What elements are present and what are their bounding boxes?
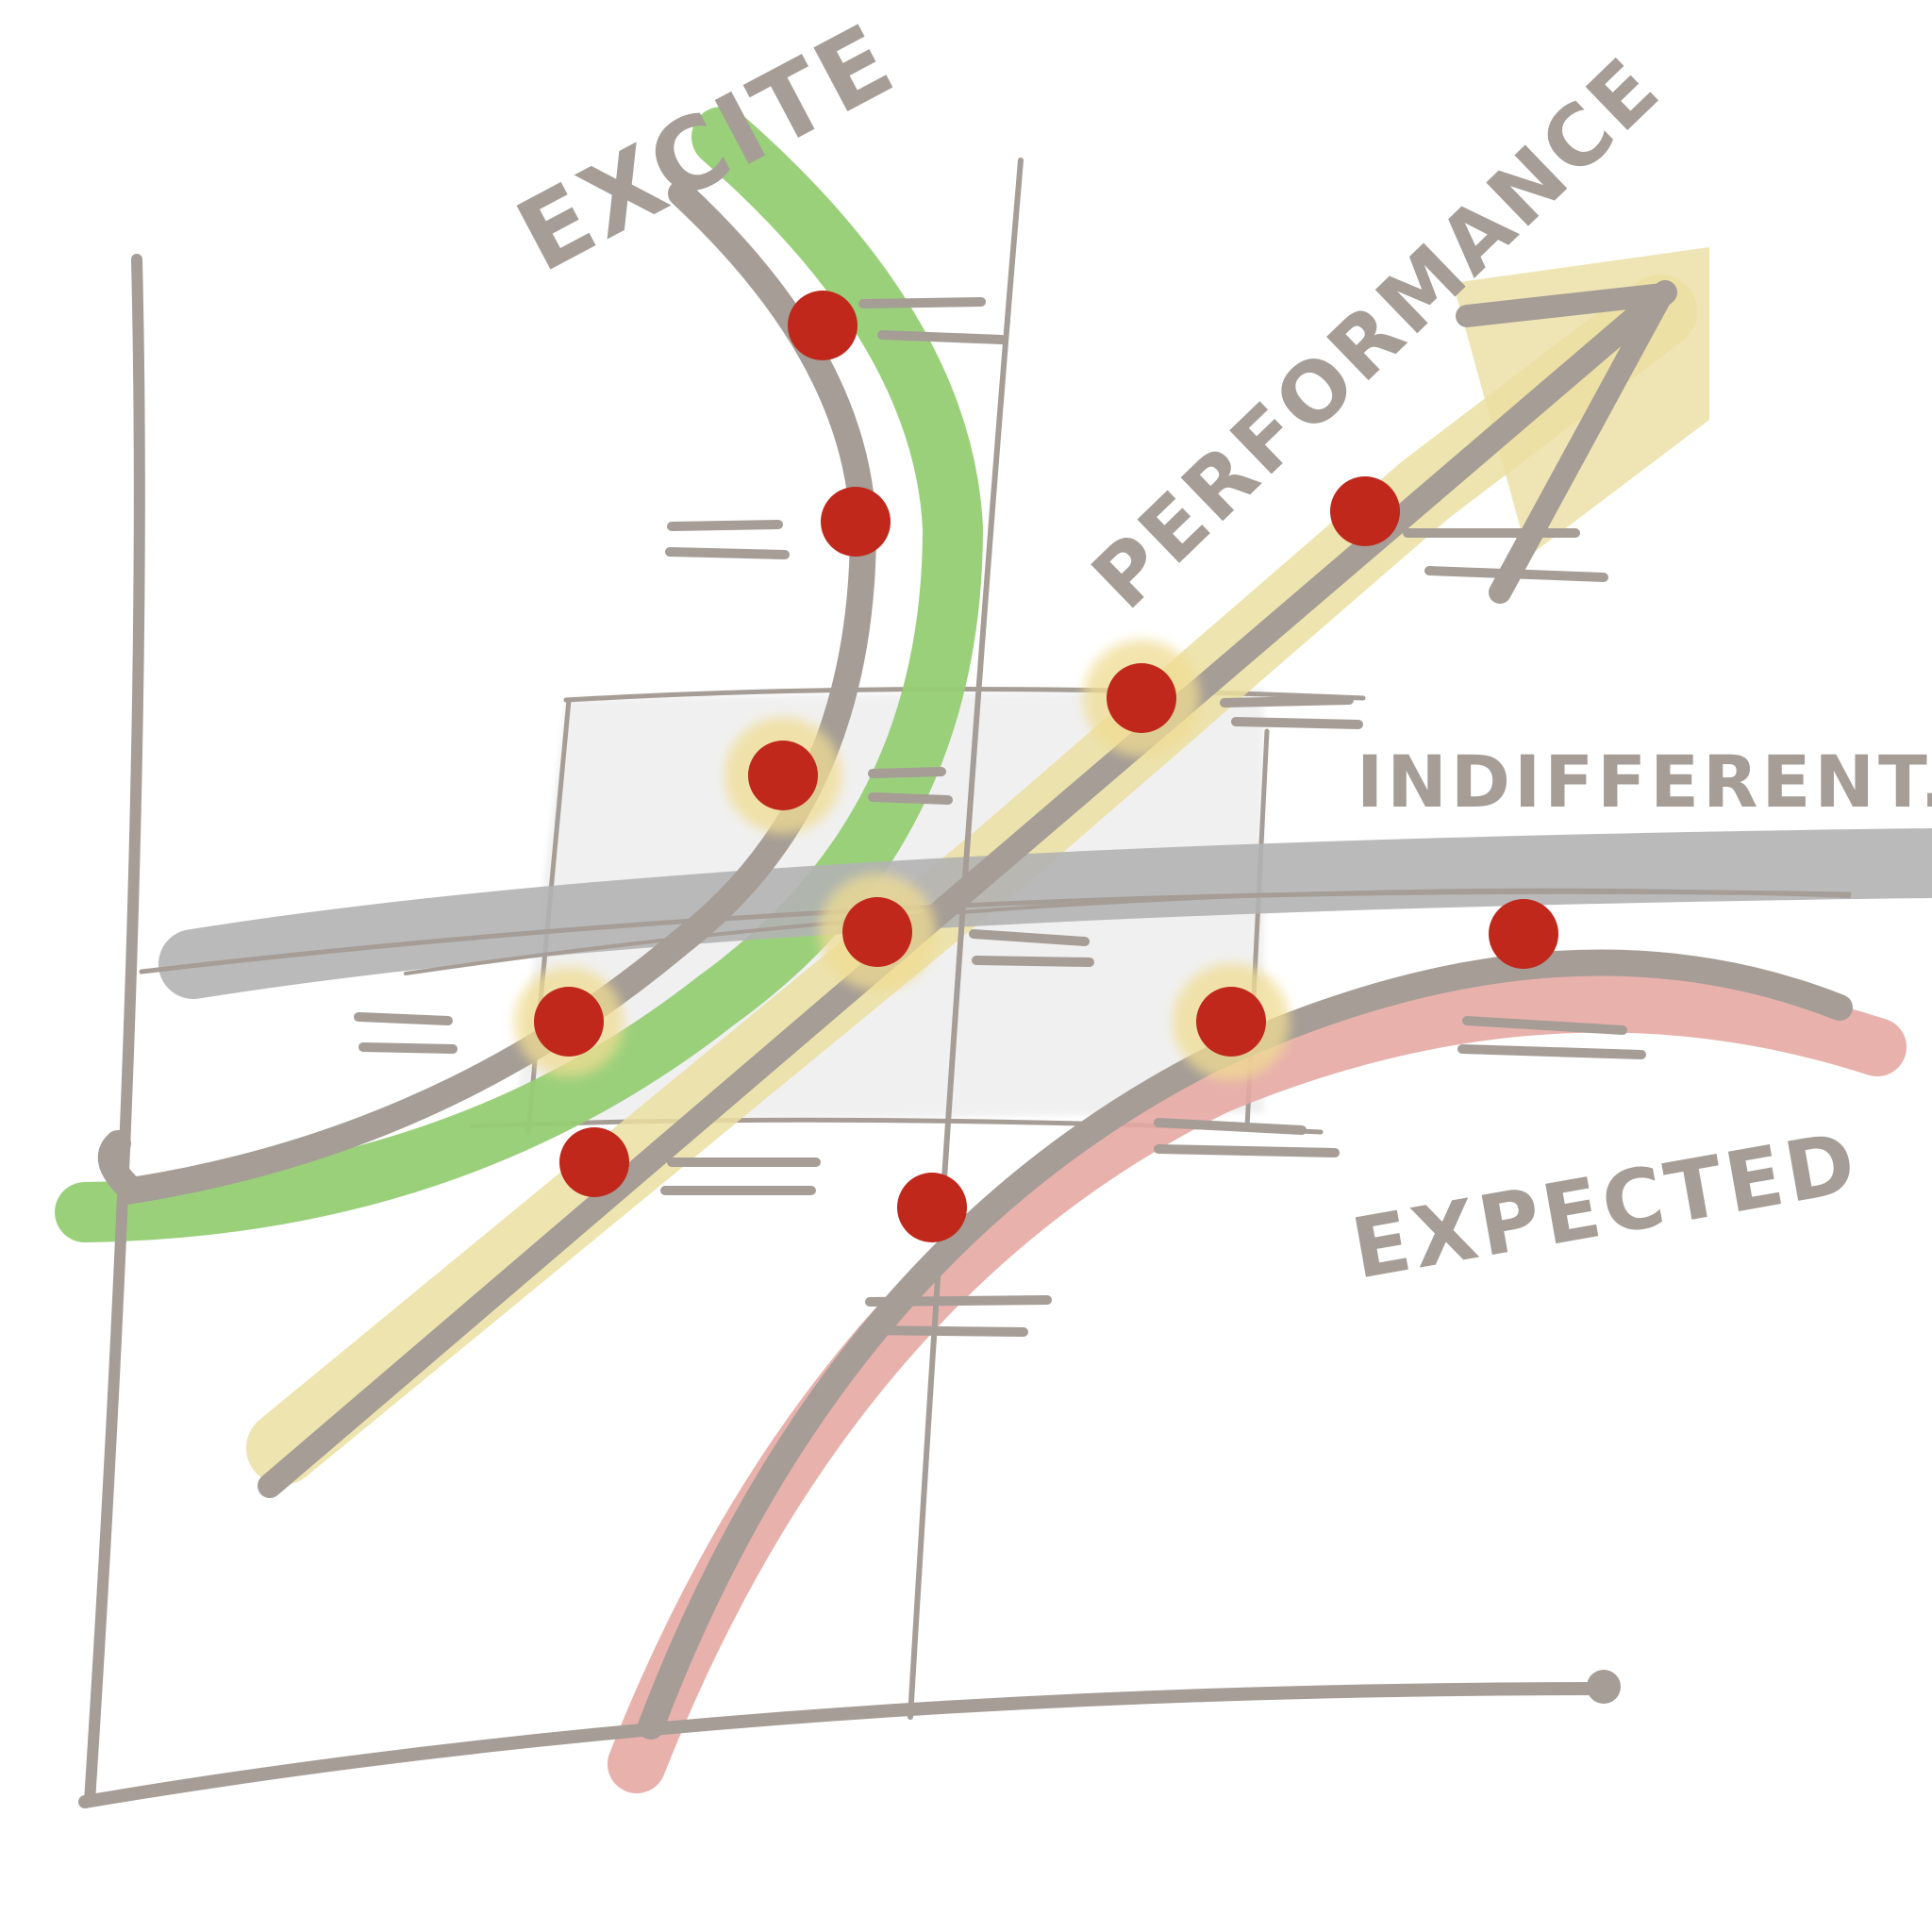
- curves: [97, 180, 1853, 1740]
- performance-point-3: [842, 897, 912, 967]
- scribble-5b: [868, 792, 953, 805]
- scribble-6b: [972, 956, 1094, 967]
- annotation-scribbles: [354, 297, 1646, 1337]
- scribble-3b: [1424, 566, 1608, 582]
- scribble-10a: [1462, 1016, 1627, 1035]
- excite-highlight: [55, 107, 984, 1242]
- scribble-9a: [865, 1295, 1052, 1307]
- performance-point-1: [1330, 476, 1400, 546]
- x-axis-end-dot: [1587, 1670, 1621, 1704]
- performance-point-4: [559, 1127, 629, 1197]
- scribble-4b: [1231, 717, 1363, 729]
- indifferent-line: [404, 888, 1851, 975]
- performance-arrow-head: [1456, 283, 1674, 604]
- scribble-5a: [868, 767, 946, 778]
- scribble-9b: [858, 1325, 1028, 1337]
- scribble-10b: [1457, 1044, 1646, 1059]
- scribble-2a: [667, 520, 783, 531]
- performance-point-2: [1107, 663, 1176, 733]
- x-axis: [78, 1682, 1615, 1808]
- excite-curve: [97, 180, 877, 1205]
- y-axis: [84, 254, 145, 1807]
- excite-point-4: [534, 987, 604, 1057]
- scribble-1a: [858, 297, 986, 308]
- expected-curve: [638, 949, 1853, 1740]
- scribble-6a: [969, 929, 1090, 946]
- excite-point-1: [788, 291, 858, 360]
- performance-curve: [258, 280, 1677, 1498]
- expected-label: EXPECTED: [1345, 1113, 1866, 1298]
- data-points: [534, 291, 1558, 1242]
- scribble-11a: [1154, 1118, 1307, 1135]
- expected-point-2: [1196, 987, 1266, 1057]
- excite-point-3: [748, 741, 818, 810]
- excite-point-2: [821, 487, 891, 557]
- scribble-1b: [877, 330, 1007, 344]
- scribble-7a: [354, 1012, 453, 1025]
- scribble-4a: [1220, 695, 1354, 708]
- indifferent-label: INDIFFERENT.: [1357, 740, 1932, 824]
- expected-point-1: [1489, 899, 1558, 969]
- scribble-2b: [665, 547, 790, 559]
- scribble-11b: [1154, 1144, 1340, 1158]
- expected-point-3: [897, 1173, 967, 1242]
- scribble-7b: [358, 1042, 458, 1054]
